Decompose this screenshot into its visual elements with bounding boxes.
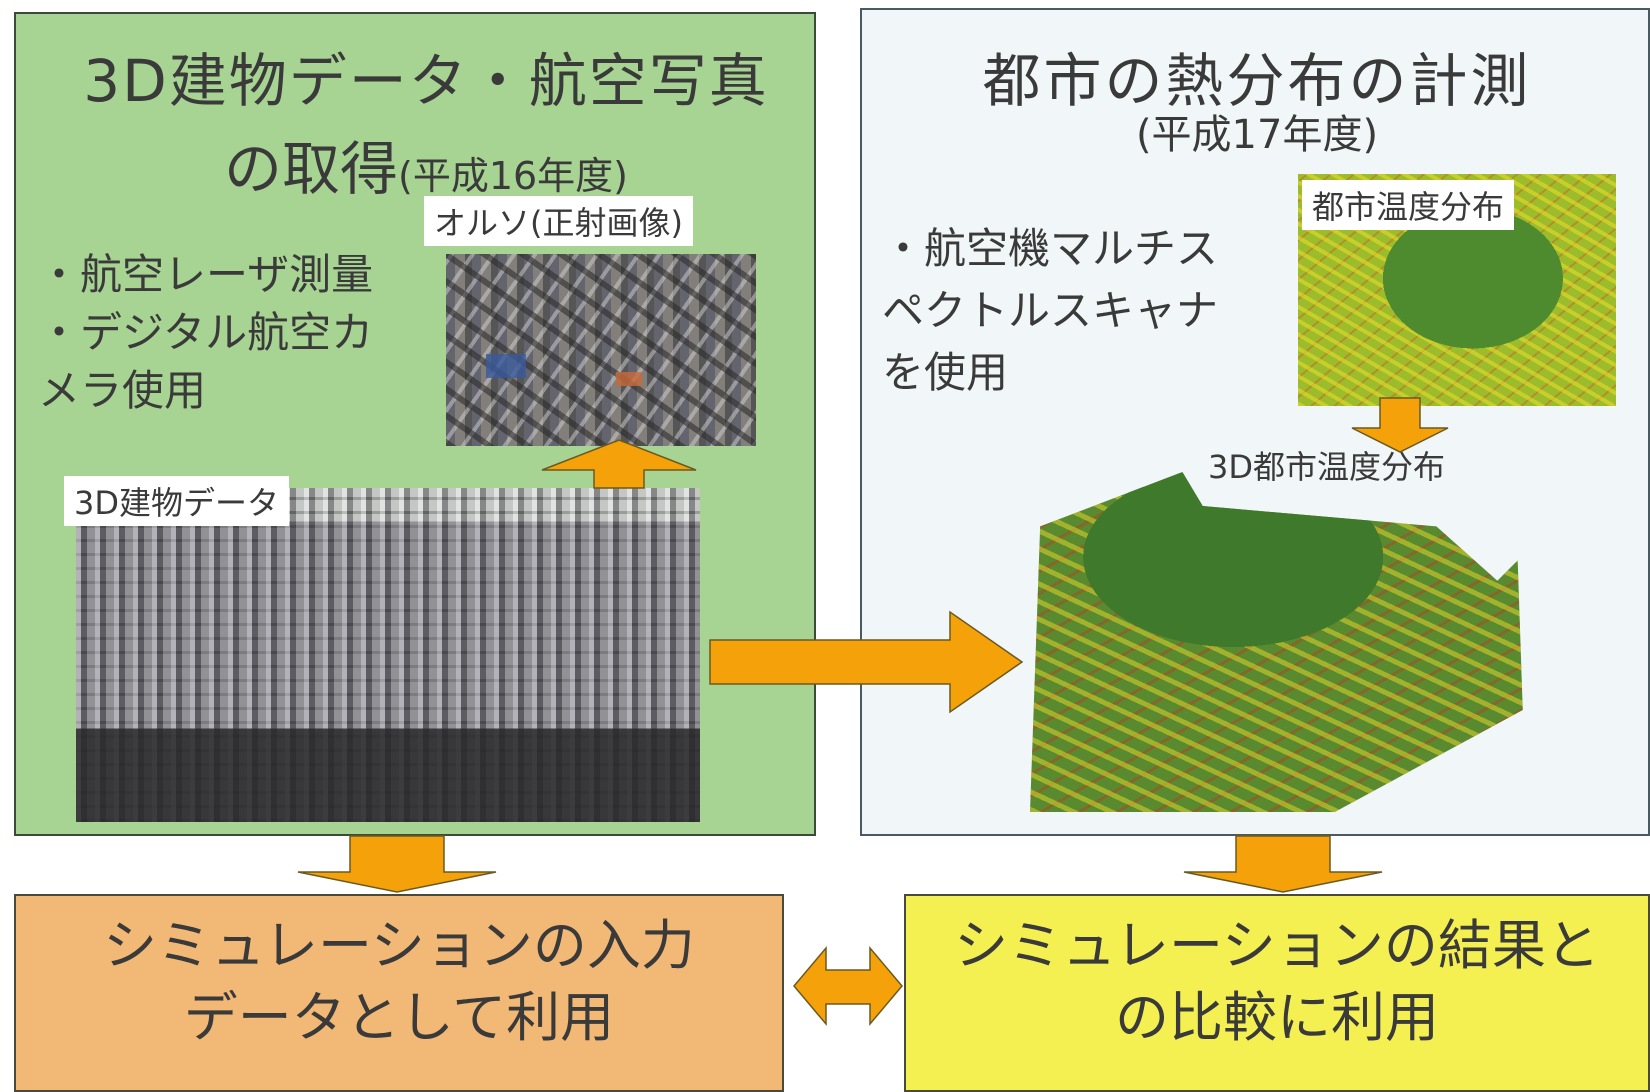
arrow-down-to-3d-thermal <box>1351 397 1449 453</box>
heat-title: 都市の熱分布の計測 <box>982 47 1532 115</box>
bullet-multispectral: ・航空機マルチス <box>882 224 1219 273</box>
heat-bullets: ・航空機マルチス ペクトルスキャナ を使用 <box>882 218 1218 404</box>
bullet-digital-camera-cont: メラ使用 <box>38 366 207 415</box>
arrow-right-to-3d-thermal <box>709 610 1024 714</box>
urban-temperature-label: 都市温度分布 <box>1302 180 1515 230</box>
simulation-compare-line2: の比較に利用 <box>1115 986 1439 1049</box>
acquisition-bullets: ・航空レーザ測量 ・デジタル航空カ メラ使用 <box>38 246 373 420</box>
bullet-laser-survey: ・航空レーザ測量 <box>38 250 374 299</box>
acquisition-title-text: の取得 <box>223 135 398 203</box>
bullet-digital-camera: ・デジタル航空カ <box>38 308 374 357</box>
arrow-up-to-ortho <box>541 439 697 489</box>
building-data-label: 3D建物データ <box>64 476 290 526</box>
bullet-multispectral-cont2: を使用 <box>882 348 1009 397</box>
arrow-down-left <box>297 835 497 893</box>
simulation-compare-box: シミュレーションの結果と の比較に利用 <box>904 894 1650 1092</box>
3d-urban-temperature-label: 3D都市温度分布 <box>1198 440 1456 490</box>
acquisition-year: (平成16年度) <box>398 154 629 198</box>
ortho-aerial-image <box>446 254 756 446</box>
3d-building-image <box>76 488 700 822</box>
arrow-bidirectional <box>793 945 903 1027</box>
heat-year: (平成17年度) <box>1135 112 1379 158</box>
acquisition-title-line2: の取得(平成16年度) <box>96 122 756 206</box>
acquisition-title-line1: 3D建物データ・航空写真 <box>83 47 769 115</box>
simulation-input-line1: シミュレーションの入力 <box>103 914 695 977</box>
acquisition-panel: 3D建物データ・航空写真 の取得(平成16年度) ・航空レーザ測量 ・デジタル航… <box>14 12 816 836</box>
bullet-multispectral-cont1: ペクトルスキャナ <box>882 286 1219 335</box>
heat-measurement-panel: 都市の熱分布の計測 (平成17年度) ・航空機マルチス ペクトルスキャナ を使用… <box>860 8 1650 836</box>
simulation-input-line2: データとして利用 <box>183 986 615 1049</box>
arrow-down-right <box>1183 835 1383 893</box>
simulation-compare-line1: シミュレーションの結果と <box>954 914 1600 977</box>
simulation-input-box: シミュレーションの入力 データとして利用 <box>14 894 784 1092</box>
ortho-label: オルソ(正射画像) <box>424 196 693 246</box>
